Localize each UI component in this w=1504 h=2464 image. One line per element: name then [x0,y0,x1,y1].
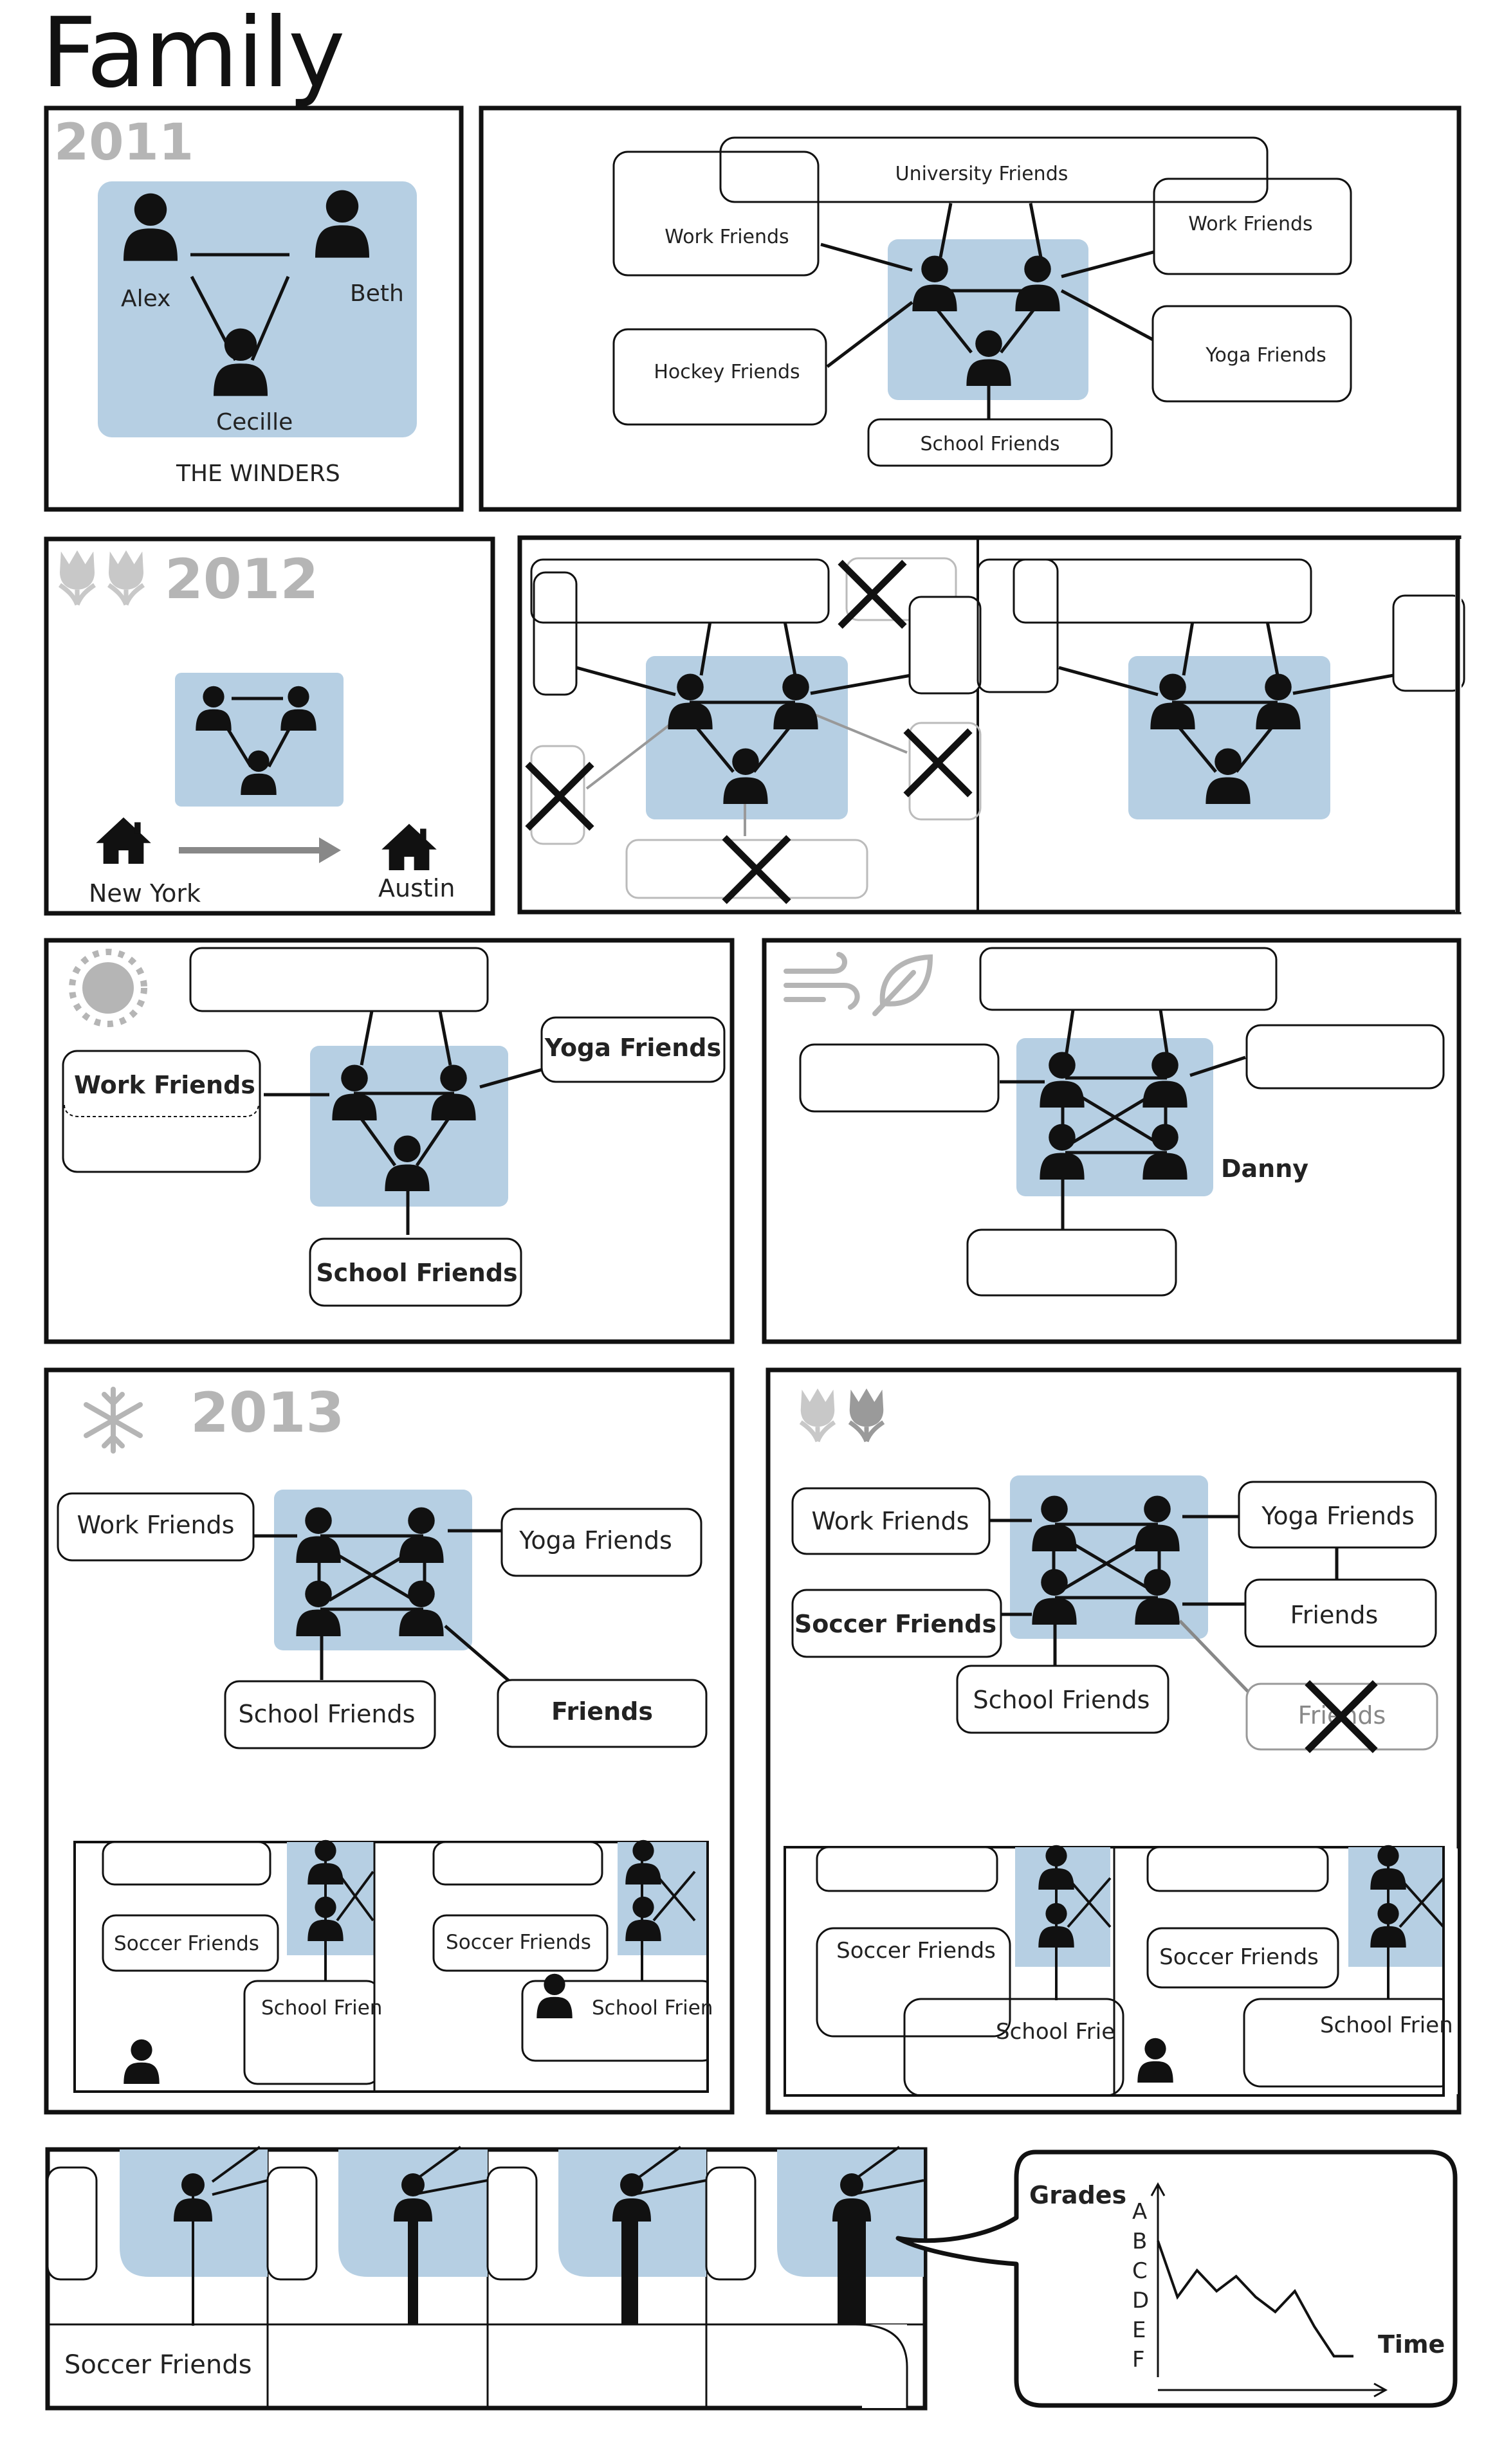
leaf-icon [872,954,933,1016]
family-caption: THE WINDERS [176,461,340,487]
inset-school-friends-2: School Frien [592,1996,713,2020]
inset-school-friends-2: School Frien [1320,2012,1453,2038]
group-work-friends: Work Friends [77,1511,235,1539]
grade-tick-c: C [1132,2258,1148,2284]
arrow-right-icon [319,837,341,863]
inset-soccer-friends: Soccer Friends [114,1932,259,1955]
panel-2012: 2012 New York Austin [44,536,495,916]
snowflake-icon [84,1387,143,1454]
group-school-friends: School Friends [316,1259,517,1287]
group-yoga-friends: Yoga Friends [1205,344,1326,367]
panel-spring-2013: Work Friends Yoga Friends Soccer Friends… [766,1367,1462,2115]
group-yoga-friends: Yoga Friends [1261,1502,1415,1530]
name-cecille: Cecille [216,409,293,435]
grades-ylabel: Grades [1029,2181,1126,2209]
panel-autumn: Danny [762,938,1462,1344]
panel-network-2011: University Friends Work Friends Work Fri… [479,105,1462,512]
group-school-friends: School Friends [920,433,1059,455]
group-yoga-friends: Yoga Friends [544,1034,721,1062]
panel-2013: 2013 Work Friends Yoga Friends School Fr… [44,1367,735,2115]
group-work-friends-2: Work Friends [1188,213,1312,235]
year-label: 2013 [190,1381,344,1445]
year-label: 2011 [54,114,194,172]
panel-2011: 2011 Alex Beth Cecille THE WINDERS [44,105,464,512]
name-beth: Beth [350,280,404,307]
panel-summer: Work Friends Yoga Friends School Friends [44,938,735,1344]
group-hockey-friends: Hockey Friends [654,361,800,383]
grade-tick-f: F [1132,2347,1145,2373]
year-label: 2012 [165,547,318,612]
group-friends: Friends [551,1697,653,1726]
label-soccer-friends: Soccer Friends [64,2350,252,2380]
inset-soccer-friends-2: Soccer Friends [446,1931,591,1954]
to-city: Austin [378,874,455,902]
group-work-friends: Work Friends [74,1071,255,1099]
page-title: Family [41,0,345,109]
grade-tick-a: A [1132,2199,1147,2225]
from-city: New York [89,879,201,908]
sun-icon [69,949,147,1027]
grade-tick-e: E [1132,2317,1146,2343]
group-work-friends: Work Friends [665,226,789,248]
group-school-friends: School Friends [973,1686,1150,1714]
group-yoga-friends: Yoga Friends [518,1526,672,1555]
grade-tick-d: D [1132,2288,1149,2313]
inset-soccer-friends: Soccer Friends [836,1938,996,1964]
group-work-friends: Work Friends [812,1507,969,1535]
group-university-friends: University Friends [895,163,1068,185]
inset-school-friends: School Frien [261,1996,382,2020]
grade-tick-b: B [1132,2229,1147,2254]
chart-axes [1150,2182,1388,2398]
group-school-friends: School Friends [239,1700,416,1728]
inset-soccer-friends-2: Soccer Friends [1159,1944,1319,1970]
group-soccer-friends: Soccer Friends [794,1610,996,1638]
wind-icon [784,952,860,1010]
new-member-label: Danny [1221,1154,1308,1183]
panel-lost-connections [517,535,1465,915]
group-friends: Friends [1290,1601,1379,1629]
time-xlabel: Time [1378,2330,1445,2359]
grades-points [1157,2240,1354,2357]
panel-bottom-strip: Soccer Friends [45,2146,928,2411]
inset-school-friends: School Frie [996,2019,1115,2045]
name-alex: Alex [121,286,170,312]
